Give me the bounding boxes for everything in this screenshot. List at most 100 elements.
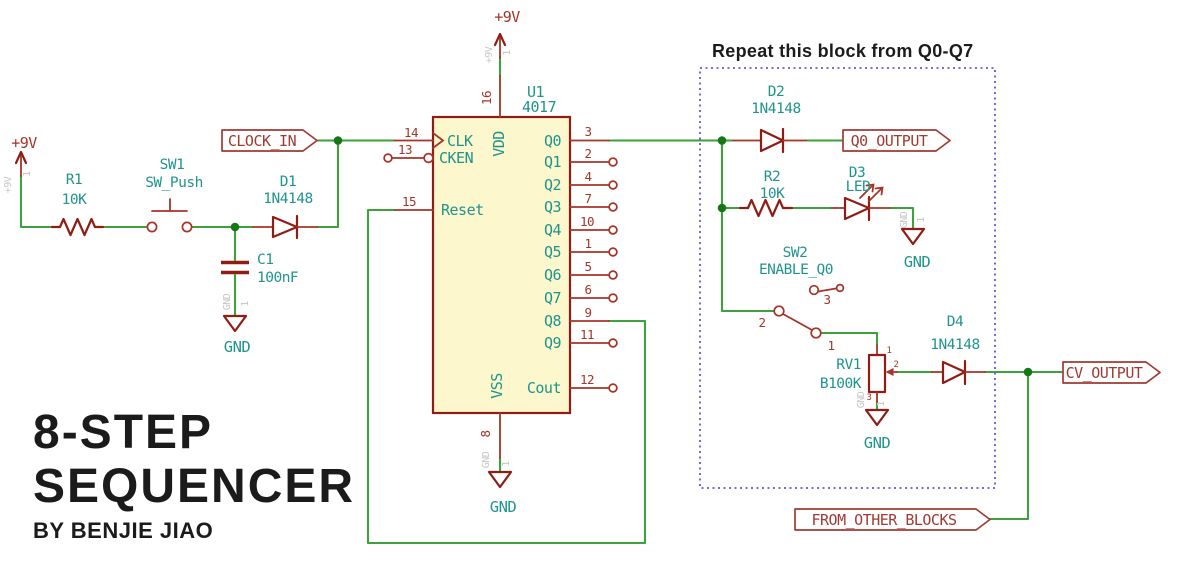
sw2-pin2-number: 2 bbox=[758, 315, 765, 330]
junction-q0 bbox=[717, 136, 727, 145]
ic-pin-q4: 10 Q4 bbox=[544, 214, 618, 239]
title-line2: SEQUENCER bbox=[33, 460, 355, 513]
pin-q7-name: Q7 bbox=[544, 289, 561, 307]
diode-d1-symbol bbox=[271, 215, 299, 239]
net-label-from-other-blocks: FROM_OTHER_BLOCKS bbox=[794, 508, 991, 531]
ic-pin-reset: 15 Reset bbox=[394, 194, 484, 219]
led-emission-arrows-icon bbox=[859, 183, 884, 202]
pin8-number: 8 bbox=[478, 430, 493, 437]
hidden-pin-text-top: 1 bbox=[502, 50, 513, 56]
potentiometer-rv1-body bbox=[867, 353, 887, 394]
sw1-value: SW_Push bbox=[145, 175, 203, 191]
diode-d2-symbol bbox=[759, 128, 785, 153]
ic-pin-q2: 4 Q2 bbox=[544, 169, 618, 194]
q2-open-circle bbox=[608, 180, 618, 190]
power-flag-9v-top: +9V +9V 1 bbox=[484, 8, 521, 63]
c1-ref: C1 bbox=[257, 252, 273, 268]
diode-d1: D1 1N4148 bbox=[252, 174, 318, 240]
wires bbox=[19, 55, 1065, 545]
diode-d4: D4 1N4148 bbox=[930, 314, 986, 386]
from-other-blocks-outline bbox=[794, 508, 991, 531]
d2-ref: D2 bbox=[768, 84, 784, 100]
pin-q6-name: Q6 bbox=[544, 266, 562, 284]
power-label-top: +9V bbox=[494, 8, 520, 26]
pin-q5-name: Q5 bbox=[544, 243, 561, 261]
potentiometer-rv1: 1 2 3 RV1 B100K GND GND 1 bbox=[820, 344, 899, 452]
pin-clk-name: CLK bbox=[447, 132, 473, 150]
from-other-blocks-text: FROM_OTHER_BLOCKS bbox=[811, 511, 956, 529]
ic-pin-q7: 6 Q7 bbox=[544, 282, 618, 307]
r1-value: 10K bbox=[62, 192, 87, 208]
d4-value: 1N4148 bbox=[930, 337, 979, 353]
sw1-pin-a bbox=[146, 221, 158, 233]
switch-sw1: SW1 SW_Push bbox=[145, 157, 203, 233]
clock-in-text: CLOCK_IN bbox=[228, 132, 297, 150]
pin-q8-name: Q8 bbox=[544, 312, 562, 330]
rv1-value: B100K bbox=[820, 376, 862, 392]
wire-d1-up bbox=[315, 139, 340, 229]
pin3-number: 3 bbox=[584, 124, 591, 139]
sw2-value: ENABLE_Q0 bbox=[759, 262, 833, 278]
gnd-label-rv1: GND bbox=[864, 434, 891, 452]
ic-pin-cout: 12 Cout bbox=[527, 372, 618, 397]
d3-value: LED bbox=[846, 179, 871, 195]
resistor-r1-symbol bbox=[50, 217, 105, 237]
resistor-r2: R2 10K bbox=[738, 169, 794, 218]
ic-pin-q0: 3 Q0 bbox=[544, 124, 610, 150]
clk-triangle-icon bbox=[432, 132, 445, 149]
pin13-number: 13 bbox=[398, 142, 412, 157]
pin11-number: 11 bbox=[580, 327, 594, 342]
diode-d2: D2 1N4148 bbox=[732, 84, 807, 154]
wire-d3-to-gnd bbox=[888, 206, 915, 231]
switch-sw2: SW2 ENABLE_Q0 3 2 1 bbox=[758, 245, 845, 353]
pin2-number: 2 bbox=[584, 146, 591, 161]
junction-dots bbox=[230, 136, 1033, 377]
gnd-label-d3: GND bbox=[904, 253, 931, 271]
gnd-symbol-rv1 bbox=[864, 408, 890, 427]
capacitor-c1: C1 100nF GND GND 1 bbox=[221, 252, 299, 356]
gnd-symbol-c1 bbox=[222, 314, 248, 333]
pin-q2-name: Q2 bbox=[544, 176, 561, 194]
title-byline: BY BENJIE JIAO bbox=[33, 518, 213, 543]
pin4-number: 4 bbox=[584, 169, 591, 184]
net-label-cv-output: CV_OUTPUT bbox=[1062, 361, 1161, 384]
sw2-pin1-number: 1 bbox=[827, 338, 834, 353]
wire-q8-reset-loop bbox=[366, 208, 647, 545]
pin1-number: 1 bbox=[584, 236, 591, 251]
sw2-pin1-circle bbox=[810, 327, 822, 339]
gnd-symbol-vss bbox=[487, 470, 513, 489]
rv1-pin3-number: 3 bbox=[867, 393, 872, 403]
pin-q3-name: Q3 bbox=[544, 198, 561, 216]
sw2-pin3-stub bbox=[817, 287, 837, 293]
pin-vss-name: VSS bbox=[488, 373, 506, 399]
gnd-symbol-d3 bbox=[900, 227, 926, 246]
r2-value: 10K bbox=[760, 186, 785, 202]
d4-ref: D4 bbox=[947, 314, 964, 330]
hidden-pin-text: 1 bbox=[22, 171, 33, 177]
pin10-number: 10 bbox=[580, 214, 594, 229]
net-label-q0-output: Q0_OUTPUT bbox=[842, 129, 951, 152]
q6-open-circle bbox=[608, 270, 618, 280]
hidden-gnd-text-d3: GND bbox=[899, 211, 910, 228]
diode-d4-symbol bbox=[941, 360, 967, 385]
pin-q4-name: Q4 bbox=[544, 221, 562, 239]
gnd-label-c1: GND bbox=[224, 338, 251, 356]
gnd-label-vss: GND bbox=[490, 498, 517, 516]
sw1-ref: SW1 bbox=[160, 157, 185, 173]
title-block: 8-STEP SEQUENCER BY BENJIE JIAO bbox=[33, 406, 355, 543]
r2-ref: R2 bbox=[764, 169, 780, 185]
led-d3: D3 LED GND GND 1 bbox=[831, 165, 931, 271]
q9-open-circle bbox=[608, 338, 618, 348]
power-label: +9V bbox=[11, 134, 37, 152]
hidden-gnd-text-c1: GND bbox=[222, 293, 233, 310]
title-line1: 8-STEP bbox=[33, 406, 213, 459]
hidden-pin-text-d3: 1 bbox=[916, 217, 927, 223]
resistor-r2-symbol bbox=[738, 198, 794, 218]
q1-open-circle bbox=[608, 157, 618, 167]
rv1-pin1-number: 1 bbox=[887, 346, 892, 356]
cv-output-text: CV_OUTPUT bbox=[1066, 364, 1143, 382]
sw2-pin3-circle bbox=[808, 284, 820, 296]
sw2-pin3-end-circle bbox=[835, 283, 845, 293]
junction-r2 bbox=[717, 203, 727, 213]
q3-open-circle bbox=[608, 202, 618, 212]
